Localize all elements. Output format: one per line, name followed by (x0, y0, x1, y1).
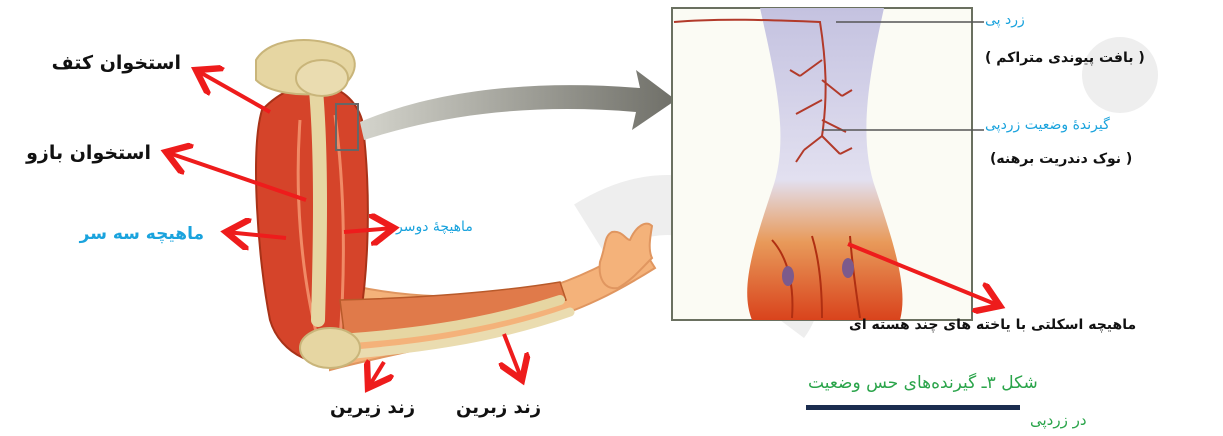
label-scapula: استخوان کتف (52, 52, 181, 74)
label-biceps: ماهیچهٔ دوسر (396, 219, 473, 235)
label-humerus: استخوان بازو (26, 142, 151, 164)
label-radius: زند زبرین (456, 397, 541, 418)
figure-caption-line2: در زردپی (1030, 411, 1087, 429)
label-triceps: ماهیچه سه سر (80, 224, 204, 244)
zoomed-tendon-panel (672, 8, 984, 320)
arrow-radius (504, 334, 522, 380)
figure-caption-line1: شکل ۳ـ گیرنده‌های حس وضعیت (808, 373, 1038, 393)
label-ulna: زند زیرین (330, 397, 415, 418)
label-tendon: زرد پی (985, 12, 1025, 28)
elbow-joint (300, 328, 360, 368)
label-receptor-desc: ( نوک دندریت برهنه) (990, 151, 1132, 167)
zoom-arrow-icon (360, 70, 676, 140)
label-receptor: گیرندهٔ وضعیت زردپی (985, 117, 1110, 133)
arrow-ulna (368, 362, 384, 388)
humerus-bone (316, 90, 320, 320)
label-skeletal-muscle: ماهیچه اسکلتی با یاخته های چند هسته ای (849, 317, 1136, 333)
caption-bar (806, 405, 1020, 410)
label-tendon-desc: ( بافت پیوندی متراکم ) (985, 50, 1145, 66)
